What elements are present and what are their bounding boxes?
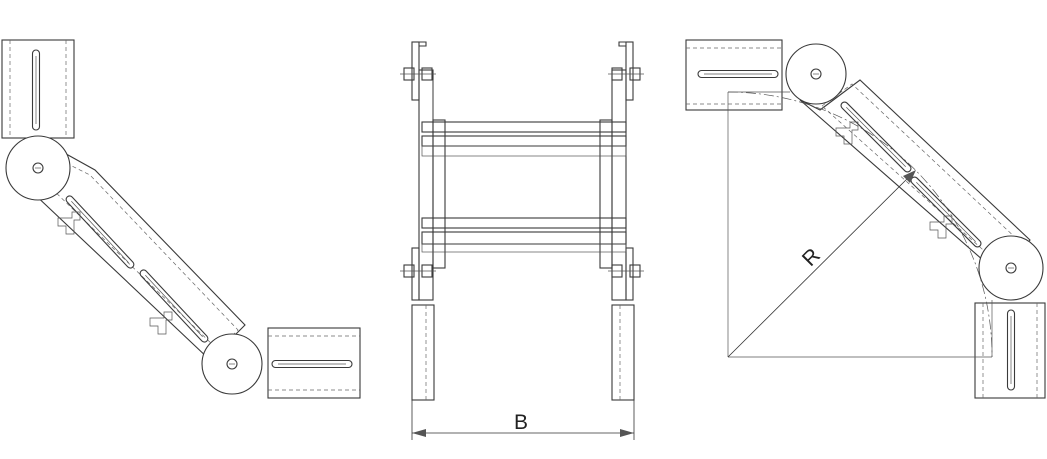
top-slot-right — [697, 69, 779, 79]
bottom-end-plate-right — [974, 302, 1046, 399]
top-end-plate — [1, 39, 75, 139]
left-side-view — [1, 39, 361, 399]
top-slot — [31, 49, 41, 131]
lower-crossbars — [421, 217, 627, 253]
bottom-slot-right — [1006, 309, 1016, 391]
diagonal-slot-upper — [65, 195, 135, 269]
dimension-b-label: B — [514, 411, 528, 434]
upper-crossbars — [421, 121, 627, 157]
top-end-plate-right — [685, 39, 783, 111]
bottom-end-plate — [267, 327, 361, 399]
dimension-b — [411, 400, 635, 440]
right-side-view: R — [685, 39, 1046, 399]
left-lower-plate — [411, 304, 435, 401]
diagonal-slot-upper-right — [840, 101, 912, 173]
radius-label: R — [798, 244, 825, 271]
radius-construction — [727, 91, 993, 358]
front-view: B — [400, 41, 644, 440]
right-lower-plate — [611, 304, 635, 401]
bottom-slot — [271, 359, 353, 369]
diagonal-slot-lower — [139, 269, 209, 343]
